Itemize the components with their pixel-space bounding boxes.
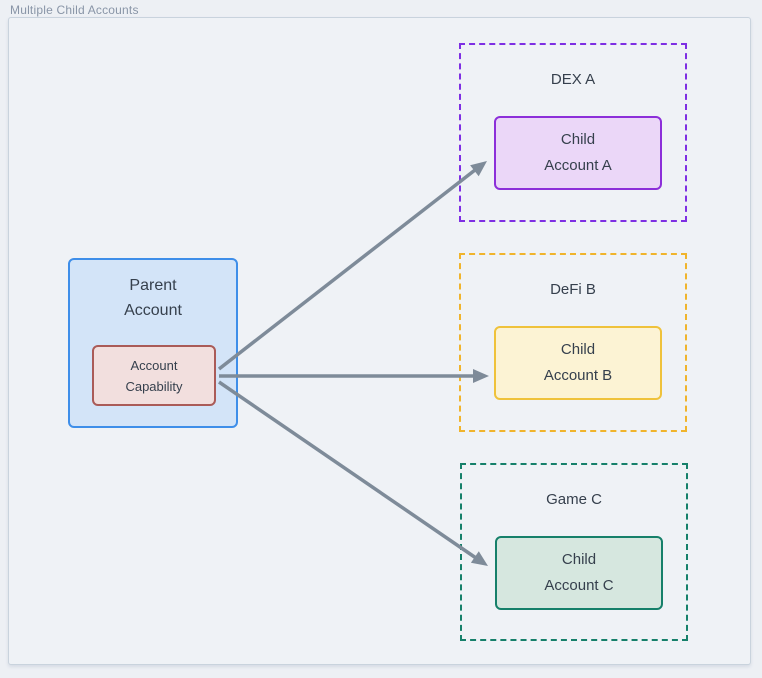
group-game-c-label: Game C [546,491,602,508]
child-account-a-label-line1: Child [560,131,596,148]
account-capability-label-line1: Account [130,357,178,373]
group-dex-a: DEX A Child Account A [459,43,687,222]
child-account-a-box: Child Account A [494,116,662,190]
child-account-b-box: Child Account B [494,326,662,400]
parent-account-label-line1: Parent [129,277,177,294]
group-defi-b-label: DeFi B [550,281,596,298]
child-account-c-label-line1: Child [561,551,597,568]
group-defi-b: DeFi B Child Account B [459,253,687,432]
group-game-c: Game C Child Account C [460,463,688,641]
account-capability-label-line2: Capability [125,378,183,394]
parent-account-label-line2: Account [124,302,182,319]
child-account-b-label-line1: Child [560,341,596,358]
child-account-a-label-line2: Account A [544,157,612,174]
account-capability-box: Account Capability [92,345,216,406]
child-account-c-label-line2: Account C [544,577,614,594]
diagram-title: Multiple Child Accounts [10,3,139,17]
child-account-c-box: Child Account C [495,536,663,610]
group-dex-a-label: DEX A [550,71,596,88]
child-account-b-label-line2: Account B [543,367,613,384]
